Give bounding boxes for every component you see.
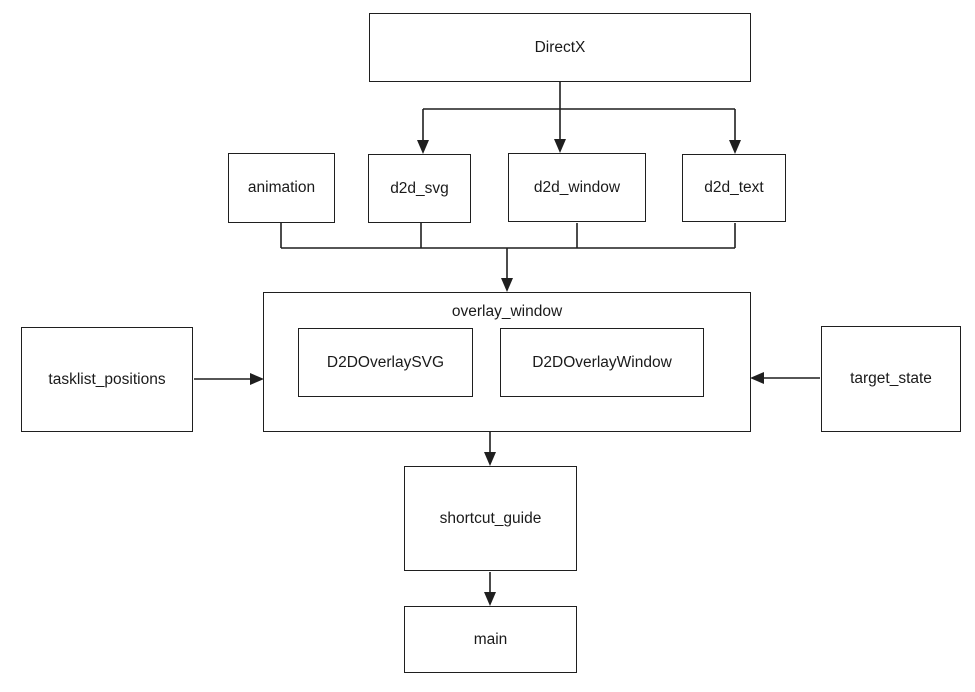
arrowhead-main	[484, 592, 496, 606]
node-directx-label: DirectX	[534, 38, 586, 56]
arrowhead-overlay-left	[250, 373, 264, 385]
node-target-state-label: target_state	[850, 370, 932, 388]
node-overlay-window-label: overlay_window	[451, 303, 563, 320]
node-tasklist-positions: tasklist_positions	[21, 327, 193, 432]
node-d2d-svg: d2d_svg	[368, 154, 471, 223]
node-d2d-overlay-window-label: D2DOverlayWindow	[532, 353, 672, 371]
node-animation-label: animation	[247, 179, 316, 197]
arrowhead-overlay-top	[501, 278, 513, 292]
node-d2d-overlay-window: D2DOverlayWindow	[500, 328, 704, 397]
node-d2d-text-label: d2d_text	[704, 179, 764, 197]
node-d2d-svg-label: d2d_svg	[390, 179, 449, 197]
node-tasklist-positions-label: tasklist_positions	[48, 370, 166, 388]
node-directx: DirectX	[369, 13, 751, 82]
node-overlay-window	[263, 292, 751, 432]
arrowhead-d2d-text	[729, 140, 741, 154]
node-d2d-overlay-svg: D2DOverlaySVG	[298, 328, 473, 397]
node-d2d-window-label: d2d_window	[533, 178, 621, 196]
arrowhead-d2d-svg	[417, 140, 429, 154]
node-d2d-window: d2d_window	[508, 153, 646, 222]
node-d2d-overlay-svg-label: D2DOverlaySVG	[326, 353, 445, 371]
arrowhead-shortcut-guide	[484, 452, 496, 466]
node-animation: animation	[228, 153, 335, 223]
arrowhead-d2d-window	[554, 139, 566, 153]
node-shortcut-guide: shortcut_guide	[404, 466, 577, 571]
node-main: main	[404, 606, 577, 673]
node-target-state: target_state	[821, 326, 961, 432]
node-shortcut-guide-label: shortcut_guide	[439, 509, 542, 527]
node-d2d-text: d2d_text	[682, 154, 786, 222]
node-main-label: main	[473, 630, 508, 648]
arrowhead-overlay-right	[750, 372, 764, 384]
